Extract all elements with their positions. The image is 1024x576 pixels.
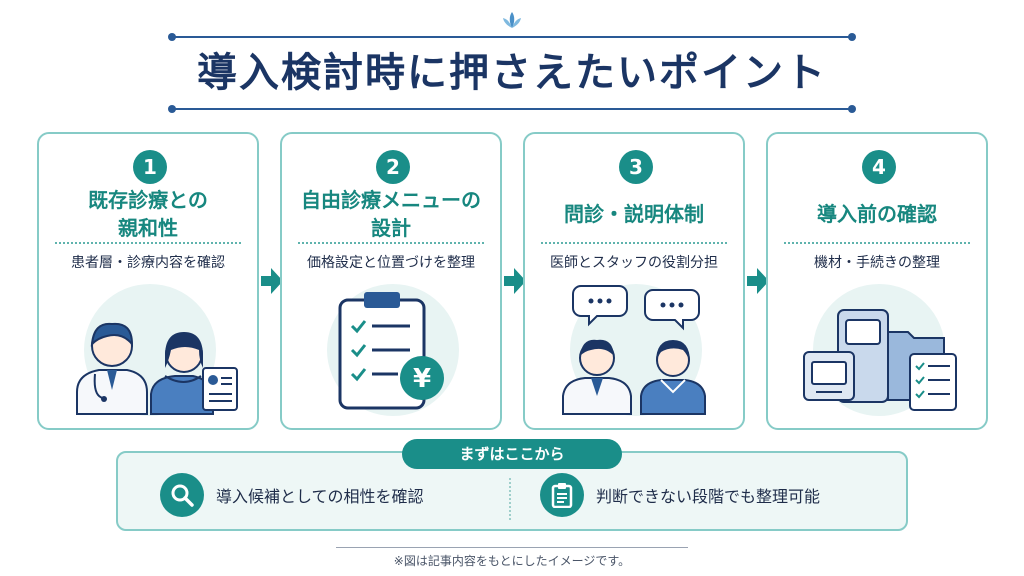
step-card-3: 3 問診・説明体制 医師とスタッフの役割分担	[523, 132, 745, 430]
step-number: 3	[619, 150, 653, 184]
start-here-label: まずはここから	[402, 439, 622, 469]
step-number: 1	[133, 150, 167, 184]
start-item-compatibility: 導入候補としての相性を確認	[160, 472, 424, 518]
step-heading-line: 導入前の確認	[817, 202, 937, 226]
clipboard-icon	[540, 473, 584, 517]
arrow-right-icon	[261, 268, 283, 294]
page-title: 導入検討時に押さえたいポイント	[197, 50, 827, 96]
checklist-yen-illustration-icon: ¥	[327, 284, 459, 416]
arrow-right-icon	[504, 268, 526, 294]
step-heading-line: 親和性	[118, 216, 178, 240]
title-rule-top	[168, 33, 856, 41]
dotted-divider	[55, 242, 241, 244]
doctor-patient-illustration-icon	[76, 284, 238, 416]
footnote: ※図は記事内容をもとにしたイメージです。	[393, 554, 631, 568]
step-heading: 既存診療との 親和性	[45, 186, 251, 242]
step-subtitle: 機材・手続きの整理	[814, 255, 940, 271]
step-subtitle: 医師とスタッフの役割分担	[550, 255, 718, 271]
step-heading-line: 問診・説明体制	[564, 202, 704, 226]
step-card-1: 1 既存診療との 親和性 患者層・診療内容を確認	[37, 132, 259, 430]
step-subtitle: 価格設定と位置づけを整理	[307, 255, 475, 271]
step-heading-line: 設計	[371, 216, 411, 240]
dotted-divider	[298, 242, 484, 244]
start-item-text: 判断できない段階でも整理可能	[596, 487, 821, 506]
step-number: 2	[376, 150, 410, 184]
step-number: 4	[862, 150, 896, 184]
footnote-rule	[336, 547, 688, 548]
title-rule-bottom	[168, 105, 856, 113]
step-heading: 問診・説明体制	[531, 186, 737, 242]
dotted-divider	[784, 242, 970, 244]
magnifier-icon	[160, 473, 204, 517]
start-item-text: 導入候補としての相性を確認	[216, 487, 424, 506]
arrow-right-icon	[747, 268, 769, 294]
leaf-ornament-icon	[503, 12, 521, 28]
step-heading-line: 既存診療との	[88, 188, 208, 212]
doctor-staff-speech-illustration-icon	[562, 284, 706, 416]
step-subtitle: 患者層・診療内容を確認	[71, 255, 225, 271]
step-heading-line: 自由診療メニューの	[301, 188, 481, 212]
start-item-organize: 判断できない段階でも整理可能	[540, 472, 820, 518]
step-heading: 自由診療メニューの 設計	[288, 186, 494, 242]
step-heading: 導入前の確認	[774, 186, 980, 242]
step-card-4: 4 導入前の確認 機材・手続きの整理	[766, 132, 988, 430]
equipment-documents-illustration-icon	[803, 284, 957, 416]
dotted-divider	[541, 242, 727, 244]
step-card-2: 2 自由診療メニューの 設計 価格設定と位置づけを整理 ¥	[280, 132, 502, 430]
start-divider	[509, 478, 511, 520]
yen-icon: ¥	[413, 364, 431, 394]
